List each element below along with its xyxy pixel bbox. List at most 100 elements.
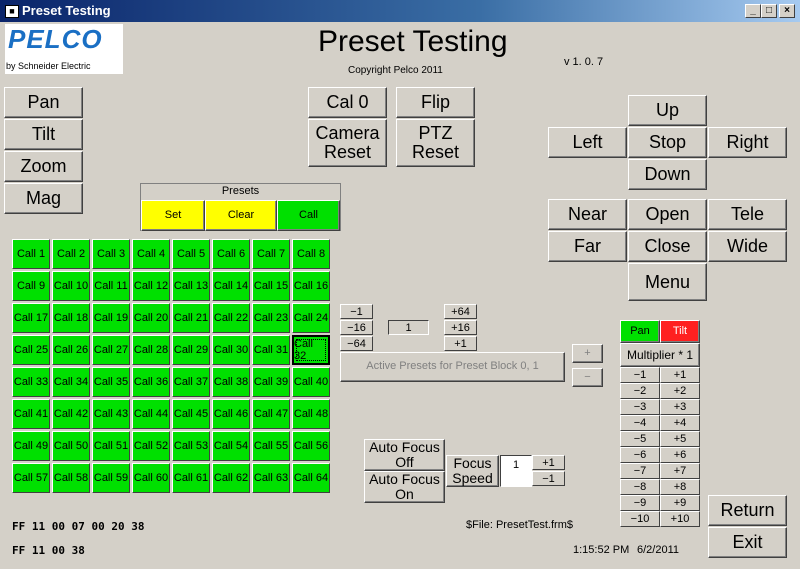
multiplier-plus-button[interactable]: +5: [660, 431, 700, 447]
multiplier-plus-button[interactable]: +1: [660, 367, 700, 383]
preset-call-button[interactable]: Call 64: [292, 463, 330, 493]
preset-call-button[interactable]: Call 42: [52, 399, 90, 429]
preset-call-button[interactable]: Call 29: [172, 335, 210, 365]
preset-call-button[interactable]: Call 59: [92, 463, 130, 493]
block-plus-16-button[interactable]: +16: [444, 320, 477, 335]
preset-call-button[interactable]: Call 23: [252, 303, 290, 333]
preset-call-button[interactable]: Call 4: [132, 239, 170, 269]
preset-call-button[interactable]: Call 5: [172, 239, 210, 269]
preset-call-button[interactable]: Call 28: [132, 335, 170, 365]
preset-call-button[interactable]: Call 22: [212, 303, 250, 333]
focus-minus-button[interactable]: −1: [532, 471, 565, 486]
multiplier-plus-button[interactable]: +8: [660, 479, 700, 495]
right-button[interactable]: Right: [708, 127, 787, 158]
call-mode-button[interactable]: Call: [277, 200, 340, 231]
up-button[interactable]: Up: [628, 95, 707, 126]
preset-call-button[interactable]: Call 24: [292, 303, 330, 333]
multiplier-plus-button[interactable]: +10: [660, 511, 700, 527]
preset-call-button[interactable]: Call 41: [12, 399, 50, 429]
zoom-button[interactable]: Zoom: [4, 151, 83, 182]
mag-button[interactable]: Mag: [4, 183, 83, 214]
cal0-button[interactable]: Cal 0: [308, 87, 387, 118]
open-button[interactable]: Open: [628, 199, 707, 230]
preset-call-button[interactable]: Call 52: [132, 431, 170, 461]
multiplier-plus-button[interactable]: +6: [660, 447, 700, 463]
return-button[interactable]: Return: [708, 495, 787, 526]
preset-call-button[interactable]: Call 10: [52, 271, 90, 301]
preset-call-button[interactable]: Call 38: [212, 367, 250, 397]
multiplier-plus-button[interactable]: +4: [660, 415, 700, 431]
block-minus-1-button[interactable]: −1: [340, 304, 373, 319]
exit-button[interactable]: Exit: [708, 527, 787, 558]
preset-call-button[interactable]: Call 55: [252, 431, 290, 461]
block-plus-64-button[interactable]: +64: [444, 304, 477, 319]
tele-button[interactable]: Tele: [708, 199, 787, 230]
preset-call-button[interactable]: Call 46: [212, 399, 250, 429]
preset-call-button[interactable]: Call 58: [52, 463, 90, 493]
preset-call-button[interactable]: Call 1: [12, 239, 50, 269]
preset-call-button[interactable]: Call 61: [172, 463, 210, 493]
preset-call-button[interactable]: Call 50: [52, 431, 90, 461]
multiplier-minus-button[interactable]: −2: [620, 383, 660, 399]
preset-call-button[interactable]: Call 40: [292, 367, 330, 397]
preset-call-button[interactable]: Call 49: [12, 431, 50, 461]
preset-call-button[interactable]: Call 14: [212, 271, 250, 301]
menu-button[interactable]: Menu: [628, 263, 707, 301]
flip-button[interactable]: Flip: [396, 87, 475, 118]
preset-call-button[interactable]: Call 47: [252, 399, 290, 429]
pan-button[interactable]: Pan: [4, 87, 83, 118]
auto-focus-on-button[interactable]: Auto Focus On: [364, 471, 445, 503]
multiplier-minus-button[interactable]: −1: [620, 367, 660, 383]
maximize-button[interactable]: □: [761, 4, 777, 18]
block-increment-button[interactable]: +: [572, 344, 603, 363]
preset-call-button[interactable]: Call 45: [172, 399, 210, 429]
preset-call-button[interactable]: Call 48: [292, 399, 330, 429]
pan-multiplier-button[interactable]: Pan: [620, 320, 660, 343]
preset-call-button[interactable]: Call 36: [132, 367, 170, 397]
stop-button[interactable]: Stop: [628, 127, 707, 158]
preset-call-button[interactable]: Call 21: [172, 303, 210, 333]
preset-call-button[interactable]: Call 20: [132, 303, 170, 333]
minimize-button[interactable]: _: [745, 4, 761, 18]
preset-call-button[interactable]: Call 27: [92, 335, 130, 365]
tilt-button[interactable]: Tilt: [4, 119, 83, 150]
preset-call-button[interactable]: Call 6: [212, 239, 250, 269]
block-minus-16-button[interactable]: −16: [340, 320, 373, 335]
multiplier-plus-button[interactable]: +7: [660, 463, 700, 479]
preset-call-button[interactable]: Call 43: [92, 399, 130, 429]
multiplier-minus-button[interactable]: −3: [620, 399, 660, 415]
preset-call-button[interactable]: Call 15: [252, 271, 290, 301]
multiplier-minus-button[interactable]: −5: [620, 431, 660, 447]
preset-call-button[interactable]: Call 34: [52, 367, 90, 397]
focus-speed-value[interactable]: 1: [500, 455, 532, 487]
preset-call-button[interactable]: Call 39: [252, 367, 290, 397]
preset-call-button[interactable]: Call 35: [92, 367, 130, 397]
preset-call-button[interactable]: Call 2: [52, 239, 90, 269]
auto-focus-off-button[interactable]: Auto Focus Off: [364, 439, 445, 471]
wide-button[interactable]: Wide: [708, 231, 787, 262]
preset-call-button[interactable]: Call 30: [212, 335, 250, 365]
multiplier-minus-button[interactable]: −6: [620, 447, 660, 463]
preset-call-button[interactable]: Call 63: [252, 463, 290, 493]
preset-call-button[interactable]: Call 19: [92, 303, 130, 333]
preset-call-button[interactable]: Call 16: [292, 271, 330, 301]
multiplier-minus-button[interactable]: −4: [620, 415, 660, 431]
preset-call-button[interactable]: Call 11: [92, 271, 130, 301]
preset-call-button[interactable]: Call 9: [12, 271, 50, 301]
close-lens-button[interactable]: Close: [628, 231, 707, 262]
block-plus-1-button[interactable]: +1: [444, 336, 477, 351]
tilt-multiplier-button[interactable]: Tilt: [660, 320, 700, 343]
multiplier-plus-button[interactable]: +2: [660, 383, 700, 399]
camera-reset-button[interactable]: Camera Reset: [308, 119, 387, 167]
preset-call-button[interactable]: Call 56: [292, 431, 330, 461]
ptz-reset-button[interactable]: PTZ Reset: [396, 119, 475, 167]
far-button[interactable]: Far: [548, 231, 627, 262]
preset-call-button[interactable]: Call 31: [252, 335, 290, 365]
preset-call-button[interactable]: Call 54: [212, 431, 250, 461]
multiplier-plus-button[interactable]: +9: [660, 495, 700, 511]
preset-call-button[interactable]: Call 17: [12, 303, 50, 333]
preset-call-button[interactable]: Call 18: [52, 303, 90, 333]
preset-call-button[interactable]: Call 37: [172, 367, 210, 397]
preset-call-button[interactable]: Call 3: [92, 239, 130, 269]
clear-mode-button[interactable]: Clear: [205, 200, 277, 231]
